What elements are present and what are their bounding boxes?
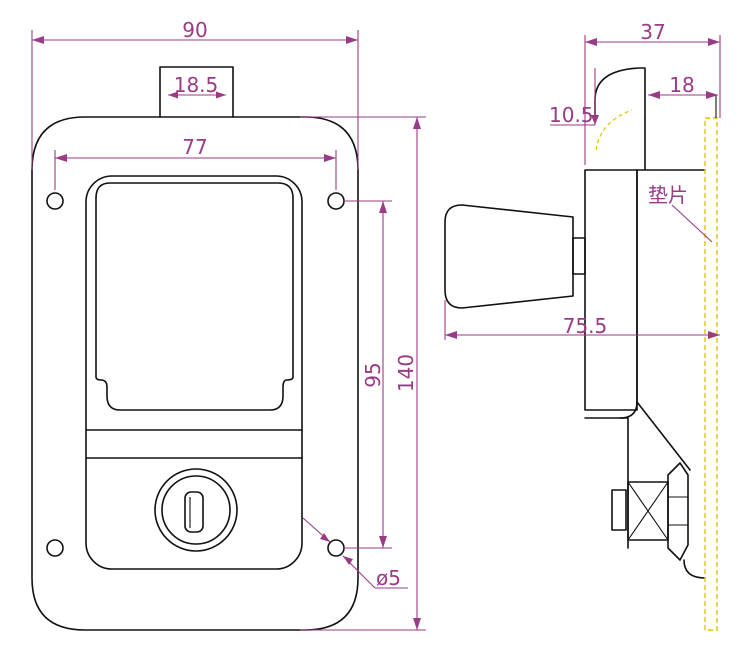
mounting-hole-bottom-left <box>46 539 64 557</box>
dim-tongue-width: 18.5 <box>174 73 219 97</box>
cam-hook <box>594 67 646 119</box>
handle-stem <box>572 237 586 275</box>
nut-cross <box>627 481 669 541</box>
dim-overall-height: 140 <box>394 354 418 392</box>
dim-side-offset: 18 <box>669 73 694 97</box>
latch-arm <box>619 401 691 549</box>
paddle-handle <box>95 182 294 411</box>
plate-outline <box>31 116 359 631</box>
body-block <box>584 169 638 411</box>
hook-curve <box>683 559 706 579</box>
key-slot <box>184 491 204 533</box>
side-view <box>444 67 718 631</box>
dim-hole-spacing-horizontal: 77 <box>182 135 207 159</box>
lock-outer-ring <box>154 468 238 552</box>
gasket-label: 垫片 <box>648 183 688 207</box>
dim-side-cam: 10.5 <box>549 103 594 127</box>
mounting-hole-bottom-right <box>327 539 345 557</box>
dim-hole-spacing-vertical: 95 <box>361 362 385 387</box>
top-tongue <box>159 66 234 118</box>
bolt-washer <box>611 489 627 531</box>
mounting-hole-top-left <box>46 192 64 210</box>
cam-dashed-arc <box>595 109 633 151</box>
recessed-panel <box>85 175 303 570</box>
mounting-hole-top-right <box>327 192 345 210</box>
body-side-plate <box>584 117 706 419</box>
dim-handle-length: 75.5 <box>563 314 608 338</box>
dim-side-depth: 37 <box>640 20 665 44</box>
lock-inner-ring <box>161 475 231 545</box>
front-dimensions: 90 18.5 77 95 140 ø5 <box>31 18 426 631</box>
dim-overall-width: 90 <box>182 18 207 42</box>
dim-hole-diameter: ø5 <box>376 566 401 590</box>
front-view <box>31 66 359 631</box>
side-dimensions: 37 18 10.5 75.5 垫片 <box>444 20 721 340</box>
gasket-strip <box>704 117 718 631</box>
handle-grip <box>444 204 574 309</box>
hex-nut <box>667 462 689 561</box>
